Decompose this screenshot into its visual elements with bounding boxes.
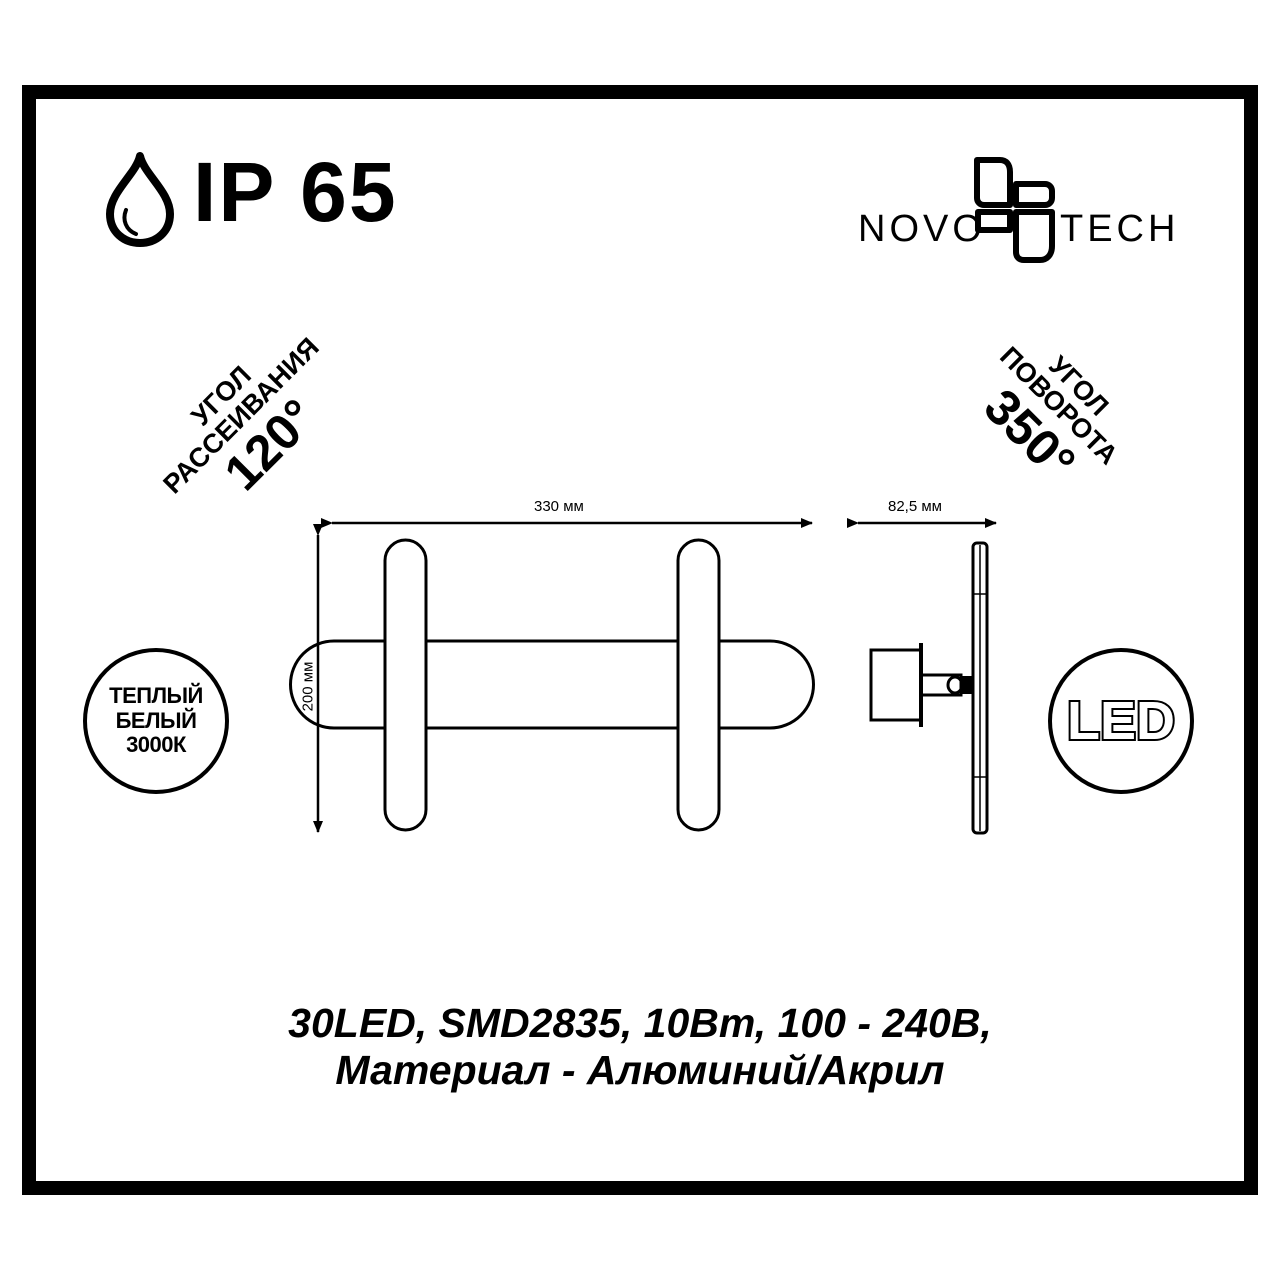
depth-dimension-label: 82,5 мм: [888, 498, 942, 515]
height-dimension-label: 200 мм: [299, 661, 317, 712]
ip-rating-label: IP 65: [193, 145, 398, 239]
color-temperature-badge: ТЕПЛЫЙ БЕЛЫЙ 3000К: [83, 648, 229, 794]
specs-line2: Материал - Алюминий/Акрил: [335, 1047, 945, 1094]
led-badge: LED: [1048, 648, 1194, 794]
specifications-text: 30LED, SMD2835, 10Вт, 100 - 240В, Матери…: [0, 1000, 1280, 1094]
brand-name-right: TECH: [1060, 208, 1180, 250]
led-outline-text-icon: LED: [1065, 691, 1177, 751]
specs-line1: 30LED, SMD2835, 10Вт, 100 - 240В,: [288, 1000, 992, 1046]
front-view-drawing: [289, 518, 997, 835]
water-drop-icon: [106, 152, 174, 247]
brand-name-left: NOVO: [858, 208, 986, 250]
novotech-logo-mark: [974, 157, 1055, 263]
color-temp-line1: ТЕПЛЫЙ: [109, 683, 203, 709]
color-temp-line3: 3000К: [126, 732, 186, 758]
brand-logo: NOVO TECH: [850, 150, 1210, 275]
svg-text:LED: LED: [1067, 691, 1175, 751]
width-dimension-label: 330 мм: [534, 498, 584, 515]
color-temp-line2: БЕЛЫЙ: [115, 707, 197, 733]
